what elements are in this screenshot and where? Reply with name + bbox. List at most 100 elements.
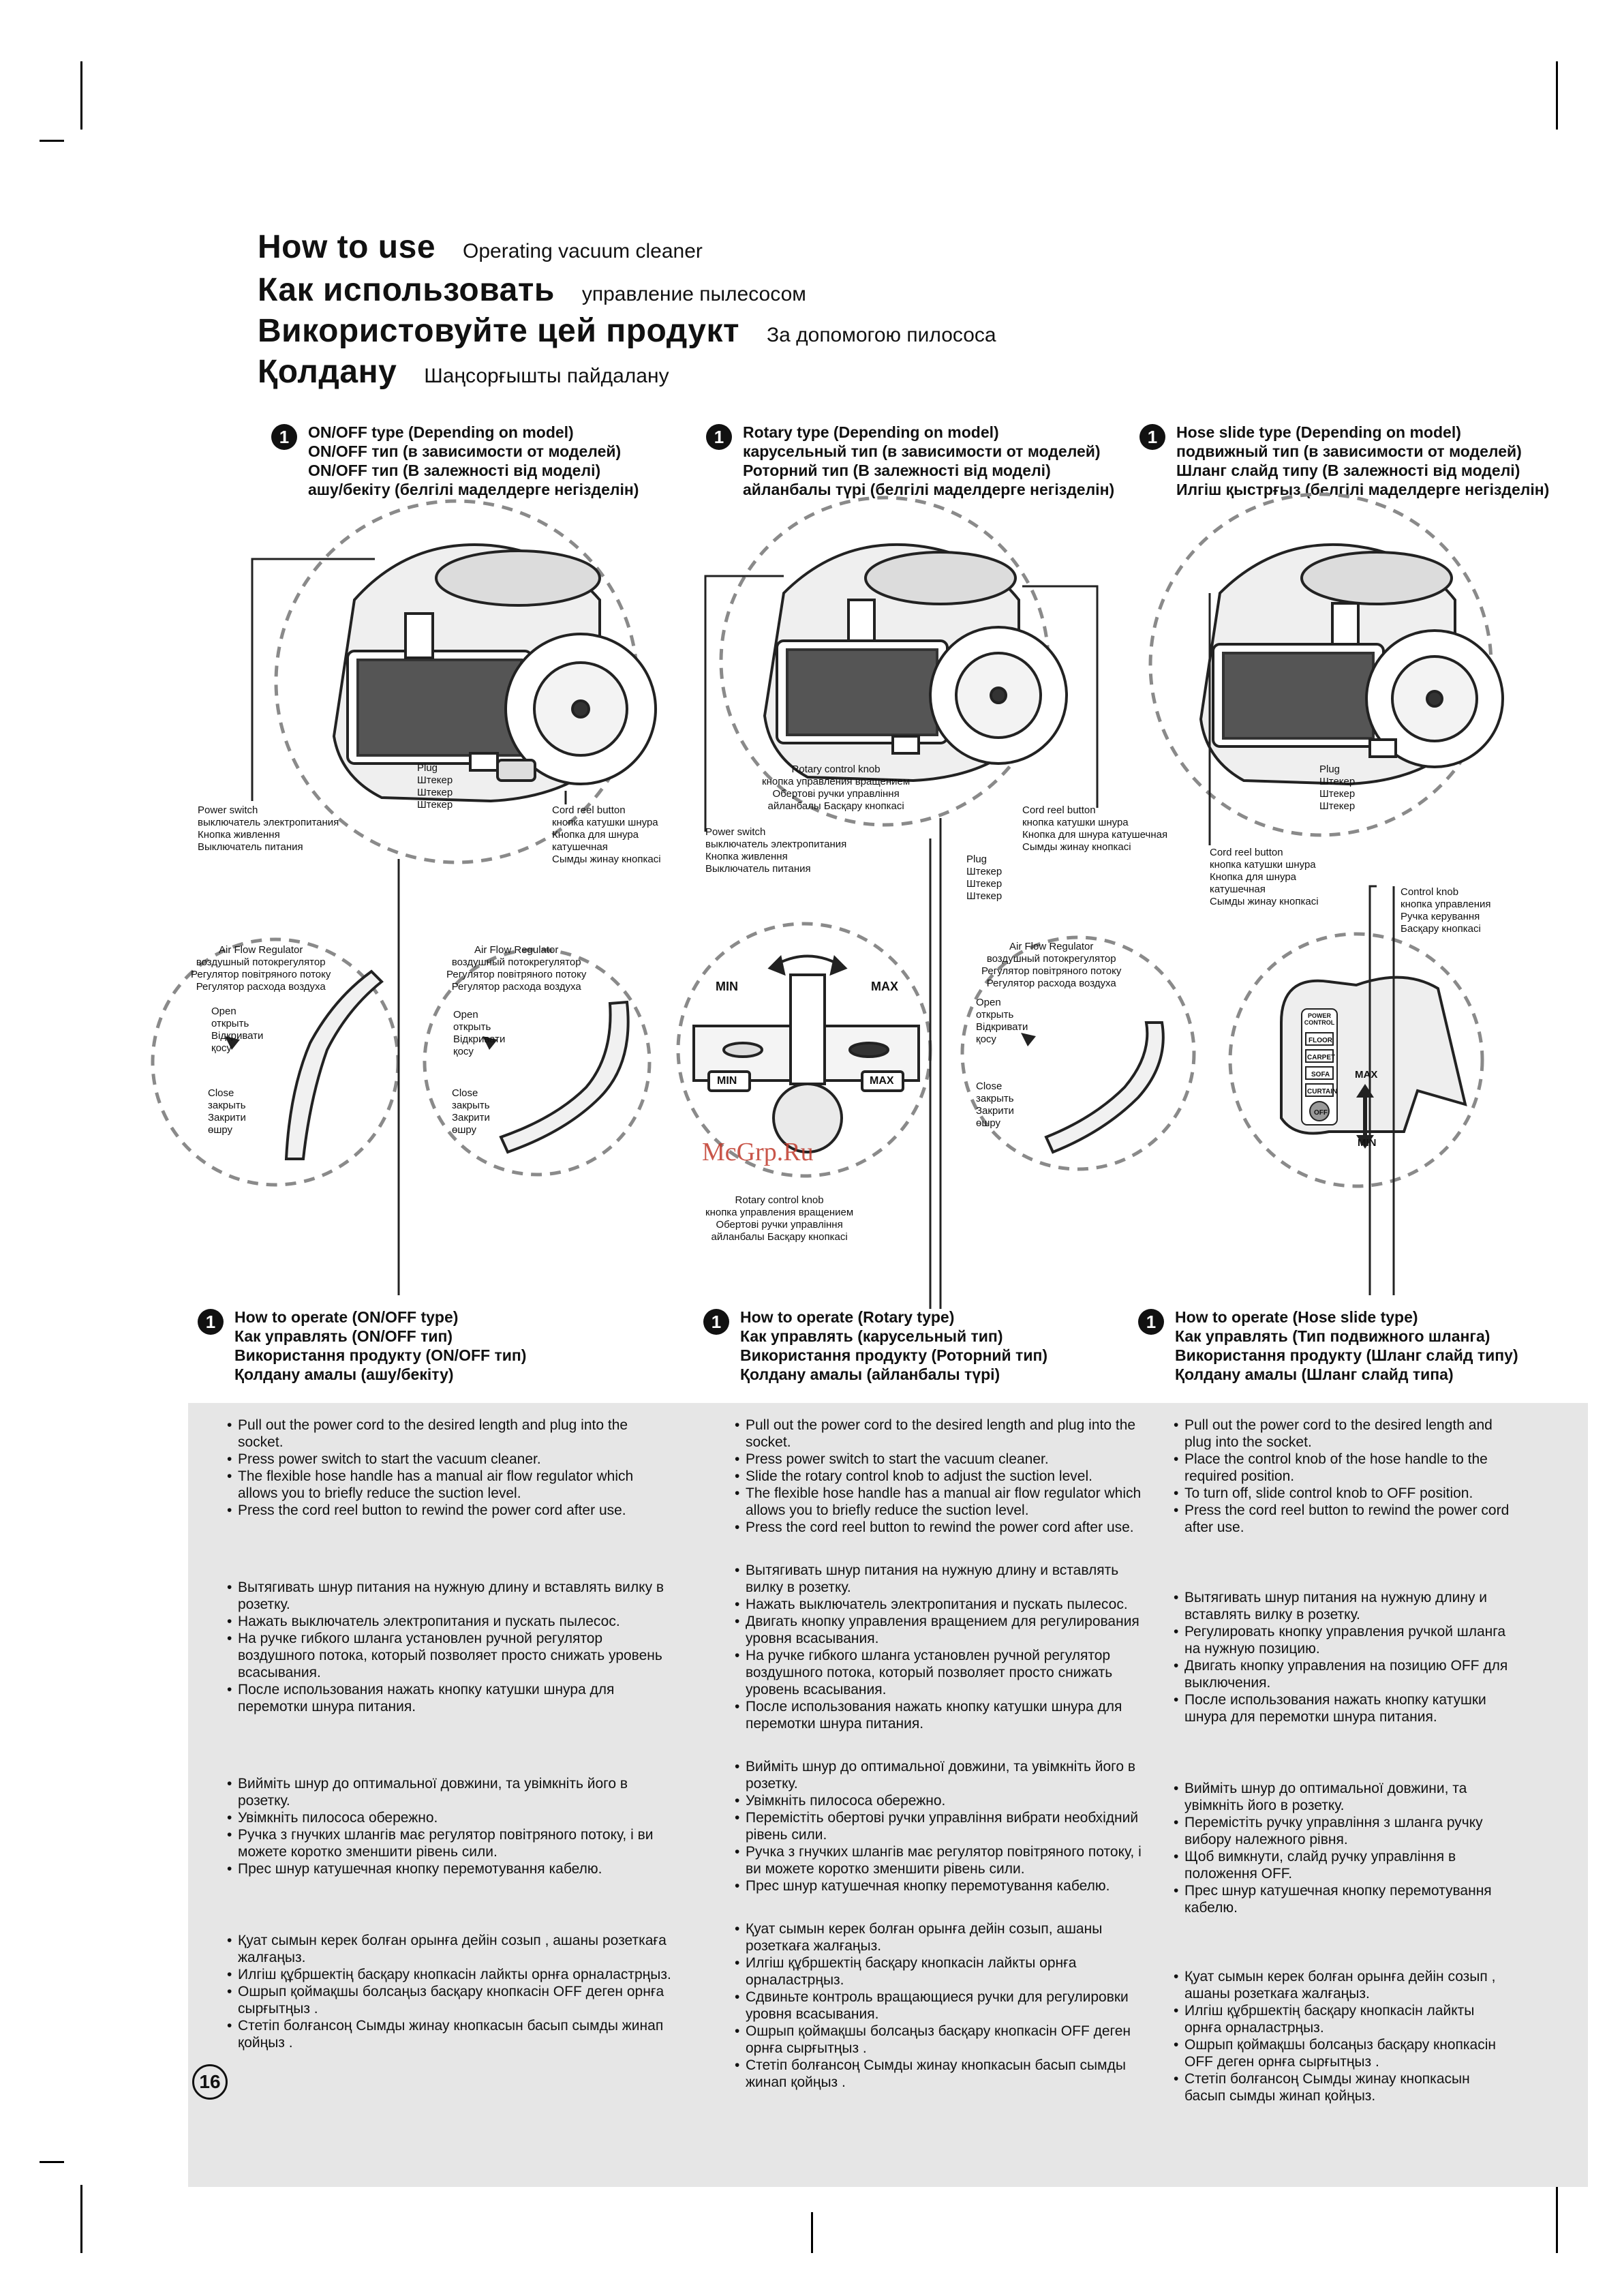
min-button-label: MIN bbox=[717, 1075, 737, 1087]
instruction-item: Place the control knob of the hose handl… bbox=[1174, 1451, 1514, 1485]
section-line: карусельный тип (в зависимости от моделе… bbox=[743, 442, 1101, 460]
instruction-block: Виймiть шнур до оптимальної довжини, та … bbox=[735, 1758, 1144, 1894]
label-line: Power switch bbox=[705, 826, 766, 838]
title-en: How to use Operating vacuum cleaner bbox=[258, 228, 703, 266]
label-line: выключатель электропитания bbox=[198, 817, 339, 828]
instruction-item: Нажать выключатель электропитания и пуск… bbox=[735, 1596, 1144, 1613]
operate-line: Как управлять (Тип подвижного шланга) bbox=[1175, 1327, 1490, 1345]
label-line: кнопка катушки шнура bbox=[552, 817, 658, 828]
instruction-block: Pull out the power cord to the desired l… bbox=[735, 1417, 1144, 1536]
label-line: Выключатель питания bbox=[198, 841, 303, 853]
instruction-item: The flexible hose handle has a manual ai… bbox=[735, 1485, 1144, 1519]
max-label: MAX bbox=[871, 980, 898, 993]
label-line: Сымды жинау кнопкасі bbox=[1022, 841, 1131, 853]
instruction-item: Вытягивать шнур питания на нужную длину … bbox=[227, 1579, 677, 1613]
section-line: Роторний тип (В залежності від моделі) bbox=[743, 462, 1051, 479]
instruction-item: Регулировать кнопку управления ручкой шл… bbox=[1174, 1623, 1514, 1657]
instruction-item: Қуат сымын керек болған орынға дейін соз… bbox=[735, 1920, 1144, 1954]
close-label-3: Close закрыть Закрити өшру bbox=[976, 1081, 1014, 1130]
page-title: Как использовать bbox=[258, 272, 555, 308]
instruction-block: Вытягивать шнур питания на нужную длину … bbox=[227, 1579, 677, 1715]
label-line: Штекер bbox=[417, 799, 453, 811]
operate-line: Қолдану амалы (айланбалы түрі) bbox=[740, 1365, 1000, 1383]
title-ru: Как использовать управление пылесосом bbox=[258, 271, 806, 309]
instruction-item: На ручке гибкого шланга установлен ручно… bbox=[227, 1630, 677, 1681]
label-line: закрыть bbox=[452, 1100, 490, 1111]
label-line: Open bbox=[453, 1009, 478, 1021]
label-line: қосу bbox=[211, 1042, 232, 1054]
label-line: Plug bbox=[1319, 764, 1341, 775]
label-line: өшру bbox=[976, 1117, 1001, 1129]
section-line: ON/OFF тип (В залежності від моделі) bbox=[308, 462, 601, 479]
label-line: өшру bbox=[208, 1124, 233, 1136]
label-line: өшру bbox=[452, 1124, 477, 1136]
label-line: Штекер bbox=[417, 774, 453, 786]
instruction-item: Pull out the power cord to the desired l… bbox=[1174, 1417, 1514, 1451]
label-line: Air Flow Regulator bbox=[1009, 941, 1094, 952]
operate-line: Қолдану амалы (ашу/бекіту) bbox=[234, 1365, 454, 1383]
section-line: ON/OFF тип (в зависимости от моделей) bbox=[308, 442, 622, 460]
cord-reel-label-2: Cord reel button кнопка катушки шнура Кн… bbox=[1022, 804, 1167, 854]
label-line: Регулятор расхода воздуха bbox=[986, 978, 1116, 989]
label-line: айланбалы Басқару кнопкасі bbox=[711, 1231, 848, 1243]
label-line: открыть bbox=[211, 1018, 249, 1029]
section-line: Шланг слайд типу (В залежності від модел… bbox=[1176, 462, 1520, 479]
instruction-item: Press power switch to start the vacuum c… bbox=[735, 1451, 1144, 1468]
section-line: ашу/бекіту (белгілі маделдерге негізделі… bbox=[308, 481, 639, 498]
open-label-1: Open открыть Відкривати қосу bbox=[211, 1006, 263, 1055]
label-line: закрыть bbox=[208, 1100, 246, 1111]
page-title: Використовуйте цей продукт bbox=[258, 313, 739, 349]
control-knob-label: Control knob кнопка управления Ручка кер… bbox=[1401, 886, 1491, 935]
crop-mark bbox=[40, 2161, 64, 2163]
instruction-item: Виймiть шнур до оптимальної довжини, та … bbox=[1174, 1780, 1514, 1814]
page-subtitle: управление пылесосом bbox=[581, 283, 806, 305]
instruction-item: Press power switch to start the vacuum c… bbox=[227, 1451, 677, 1468]
label-line: закрыть bbox=[976, 1093, 1014, 1104]
instruction-block: Вытягивать шнур питания на нужную длину … bbox=[735, 1562, 1144, 1732]
instruction-item: Стетіп болғансоң Сымды жинау кнопкасын б… bbox=[735, 2057, 1144, 2091]
air-flow-label-1: Air Flow Regulator воздушный потокрегуля… bbox=[191, 944, 331, 993]
label-line: Open bbox=[211, 1006, 236, 1017]
panel-off: OFF bbox=[1314, 1109, 1328, 1117]
instruction-item: После использования нажать кнопку катушк… bbox=[227, 1681, 677, 1715]
instruction-item: Виймiть шнур до оптимальної довжини, та … bbox=[227, 1775, 677, 1809]
instruction-item: Стетіп болғансоң Сымды жинау кнопкасын б… bbox=[1174, 2070, 1514, 2104]
operate-line: Как управлять (карусельный тип) bbox=[740, 1327, 1003, 1345]
instruction-item: На ручке гибкого шланга установлен ручно… bbox=[735, 1647, 1144, 1698]
instruction-item: Илгіш құбршектің басқару кнопкасін лайкт… bbox=[227, 1966, 677, 1983]
page-number: 16 bbox=[192, 2064, 228, 2100]
instruction-item: Увiмкнiть пилососа обережно. bbox=[227, 1809, 677, 1826]
label-line: воздушный потокрегулятор bbox=[986, 953, 1116, 965]
instruction-block: Pull out the power cord to the desired l… bbox=[227, 1417, 677, 1519]
section-line: подвижный тип (в зависимости от моделей) bbox=[1176, 442, 1522, 460]
vacuum-hoseslide-illustration bbox=[1199, 543, 1504, 786]
instruction-item: Қуат сымын керек болған орынға дейін соз… bbox=[227, 1932, 677, 1966]
instruction-item: Press the cord reel button to rewind the… bbox=[735, 1519, 1144, 1536]
label-line: Сымды жинау кнопкасі bbox=[552, 854, 661, 865]
operate-line: Використання продукту (Роторний тип) bbox=[740, 1346, 1048, 1364]
label-line: Кнопка для шнура bbox=[552, 829, 639, 841]
operate-line: How to operate (ON/OFF type) bbox=[234, 1308, 459, 1326]
label-line: Кнопка для шнура катушечная bbox=[1022, 829, 1168, 841]
label-line: Відкривати bbox=[211, 1030, 264, 1042]
plug-label-3: Plug Штекер Штекер Штекер bbox=[1319, 764, 1355, 813]
instruction-item: Увiмкнiть пилососа обережно. bbox=[735, 1792, 1144, 1809]
panel-floor: FLOOR bbox=[1309, 1037, 1332, 1044]
instruction-item: The flexible hose handle has a manual ai… bbox=[227, 1468, 677, 1502]
crop-mark bbox=[40, 140, 64, 142]
power-switch-label: Power switch выключатель электропитания … bbox=[198, 804, 339, 854]
instruction-item: Вытягивать шнур питания на нужную длину … bbox=[735, 1562, 1144, 1596]
label-line: Ручка керування bbox=[1401, 911, 1480, 922]
label-line: Обертові ручки управління bbox=[716, 1219, 843, 1230]
label-line: Відкривати bbox=[453, 1033, 506, 1045]
label-line: выключатель электропитания bbox=[705, 839, 847, 850]
label-line: Plug bbox=[966, 854, 988, 865]
crop-mark bbox=[1556, 61, 1558, 130]
power-switch-label-2: Power switch выключатель электропитания … bbox=[705, 826, 846, 875]
label-line: Close bbox=[976, 1081, 1003, 1092]
page-subtitle: Operating vacuum cleaner bbox=[463, 240, 703, 262]
operate-line: How to operate (Hose slide type) bbox=[1175, 1308, 1418, 1326]
title-kz: Қолдану Шаңсорғышты пайдалану bbox=[258, 353, 669, 391]
step-number: 1 bbox=[1139, 424, 1165, 450]
label-line: Регулятор повітряного потоку bbox=[446, 969, 587, 980]
